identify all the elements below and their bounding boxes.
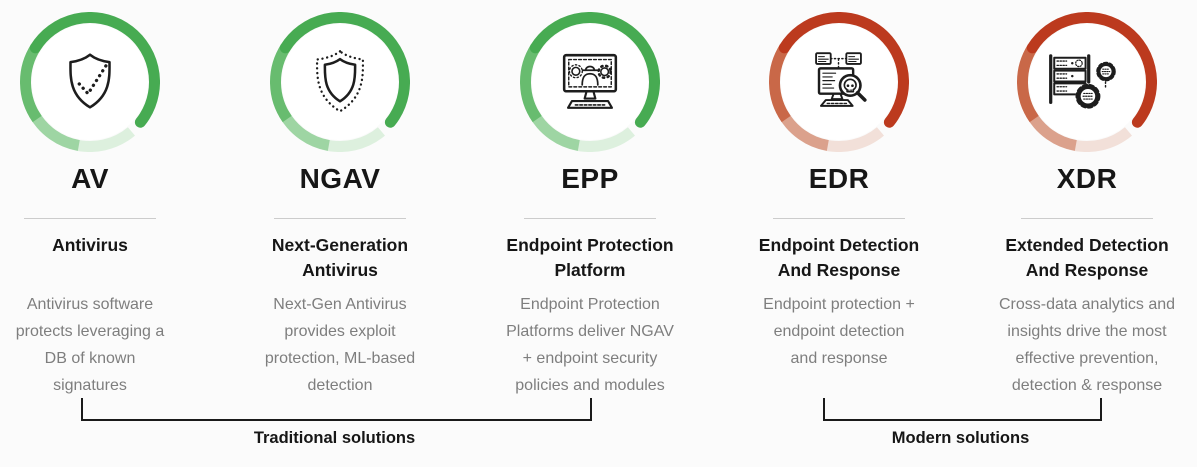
- epp-ring: [520, 12, 660, 152]
- progress-ring-graphic: [1017, 12, 1157, 152]
- progress-ring-graphic: [270, 12, 410, 152]
- monitor-threats-icon: [520, 12, 660, 152]
- xdr-ring: [1017, 12, 1157, 152]
- modern-solutions-bracket: [823, 398, 1102, 421]
- ngav-ring: [270, 12, 410, 152]
- progress-ring-graphic: [769, 12, 909, 152]
- xdr-acronym: XDR: [1056, 163, 1118, 194]
- column-av: AV Antivirus Antivirus software protects…: [0, 0, 210, 467]
- progress-ring-graphic: [520, 12, 660, 152]
- xdr-description: Cross-data analytics and insights drive …: [998, 296, 1176, 394]
- column-ngav: NGAV Next-Generation Antivirus Next-Gen …: [220, 0, 460, 467]
- divider: [24, 218, 156, 219]
- shield-dotted-outline-icon: [270, 12, 410, 152]
- ngav-title: Next-Generation Antivirus: [271, 235, 409, 280]
- column-edr: EDR Endpoint Detection And Response Endp…: [719, 0, 959, 467]
- ngav-acronym: NGAV: [299, 163, 381, 194]
- divider: [773, 218, 905, 219]
- traditional-solutions-label: Traditional solutions: [253, 429, 416, 447]
- edr-acronym: EDR: [808, 163, 870, 194]
- monitor-skull-magnifier-icon: [769, 12, 909, 152]
- divider: [274, 218, 406, 219]
- av-title: Antivirus: [52, 235, 128, 255]
- shield-check-icon: [20, 12, 160, 152]
- server-gears-icon: [1017, 12, 1157, 152]
- epp-acronym: EPP: [561, 163, 619, 194]
- modern-solutions-label: Modern solutions: [891, 429, 1030, 447]
- av-acronym: AV: [71, 163, 109, 194]
- edr-description: Endpoint protection + endpoint detection…: [763, 296, 915, 367]
- divider: [1021, 218, 1153, 219]
- epp-title: Endpoint Protection Platform: [506, 235, 674, 280]
- column-epp: EPP Endpoint Protection Platform Endpoin…: [470, 0, 710, 467]
- av-description: Antivirus software protects leveraging a…: [15, 296, 165, 394]
- ngav-description: Next-Gen Antivirus provides exploit prot…: [264, 296, 416, 394]
- progress-ring-graphic: [20, 12, 160, 152]
- column-xdr: XDR Extended Detection And Response Cros…: [967, 0, 1197, 467]
- av-ring: [20, 12, 160, 152]
- edr-ring: [769, 12, 909, 152]
- edr-title: Endpoint Detection And Response: [758, 235, 920, 280]
- traditional-solutions-bracket: [81, 398, 592, 421]
- divider: [524, 218, 656, 219]
- xdr-title: Extended Detection And Response: [1005, 235, 1169, 280]
- epp-description: Endpoint Protection Platforms deliver NG…: [506, 296, 674, 394]
